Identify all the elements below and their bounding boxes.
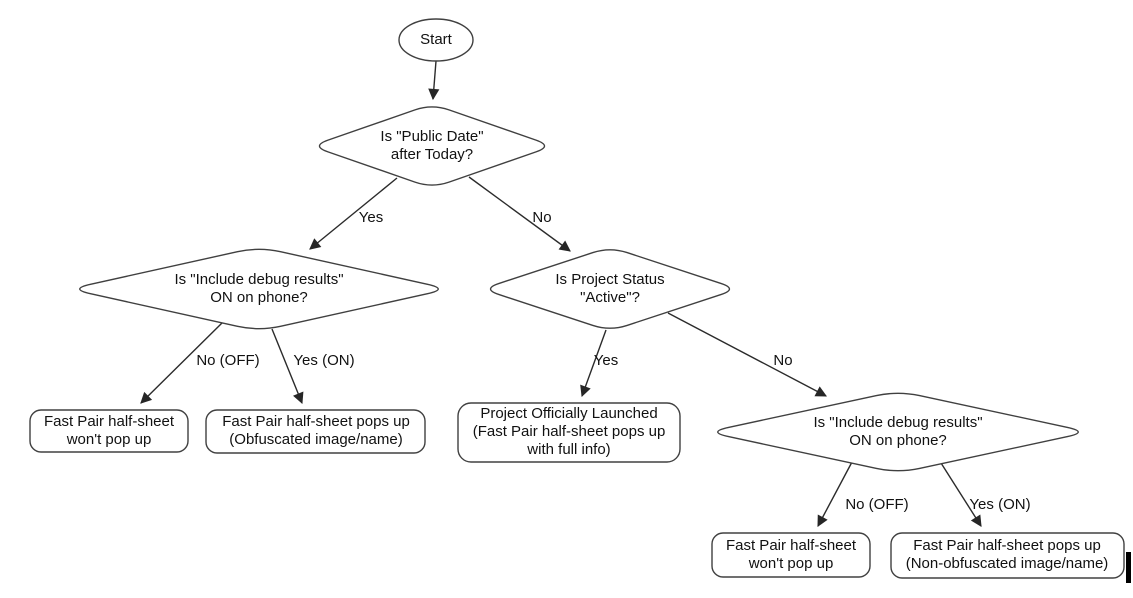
decision-public-date-label: Is "Public Date" after Today? [380,128,483,164]
edge-project-status-yes [580,329,607,398]
edge-label-project-status-yes: Yes [593,352,619,369]
start-node-shape [398,18,474,62]
decision-debug-right-label: Is "Include debug results" ON on phone? [813,414,982,450]
edge-debug-right-yes [940,462,982,527]
edge-label-public-date-yes: Yes [358,209,384,226]
start-label-text: Start [420,31,452,48]
label-line: Fast Pair half-sheet [43,413,175,430]
decision-project-status-shape [489,249,731,329]
decision-debug-right-shape [717,392,1079,472]
label-line: Is "Include debug results" [813,414,983,431]
result-launched-label: Project Officially Launched (Fast Pair h… [473,405,666,459]
label-line: "Active"? [580,289,640,306]
label-line: (Obfuscated image/name) [229,431,403,448]
edge-label-debug-right-no: No (OFF) [845,496,909,513]
decision-project-status-label: Is Project Status "Active"? [555,271,664,307]
label-line: Is "Include debug results" [174,271,344,288]
result-obfuscated-popup-label: Fast Pair half-sheet pops up (Obfuscated… [222,413,410,449]
label-line: Fast Pair half-sheet pops up [222,413,410,430]
edge-public-date-yes [309,177,398,250]
result-non-obfuscated-popup-label: Fast Pair half-sheet pops up (Non-obfusc… [906,537,1109,573]
result-no-popup-right-label: Fast Pair half-sheet won't pop up [726,537,856,573]
result-no-popup-left-shape [29,409,189,453]
result-non-obfuscated-popup-shape [890,532,1125,579]
result-launched-shape [457,402,681,463]
edge-debug-left-no [140,322,223,404]
label-line: Fast Pair half-sheet pops up [913,537,1101,554]
label-line: (Non-obfuscated image/name) [905,555,1109,572]
edge-debug-left-yes [271,328,304,405]
result-obfuscated-popup-shape [205,409,426,454]
edge-start-to-public-date [428,60,440,101]
label-line: Project Officially Launched [480,405,658,422]
edge-project-status-no [667,312,827,397]
edge-debug-right-no [817,461,853,527]
label-line: won't pop up [66,431,152,448]
edge-public-date-no [468,176,571,252]
label-line: Fast Pair half-sheet [725,537,857,554]
decision-public-date-shape [318,106,546,186]
decision-debug-left-label: Is "Include debug results" ON on phone? [174,271,343,307]
edge-label-debug-left-no: No (OFF) [196,352,260,369]
edge-label-debug-left-yes: Yes (ON) [293,352,355,369]
label-line: after Today? [390,146,474,163]
label-line: ON on phone? [210,289,308,306]
label-line: (Fast Pair half-sheet pops up [472,423,666,440]
decision-debug-left-shape [79,248,439,330]
label-line: ON on phone? [849,432,947,449]
result-no-popup-right-shape [711,532,871,578]
label-line: Is Project Status [555,271,665,288]
label-line: Is "Public Date" [380,128,484,145]
result-no-popup-left-label: Fast Pair half-sheet won't pop up [44,413,174,449]
label-line: with full info) [527,441,611,458]
label-line: won't pop up [748,555,834,572]
start-node-label: Start [420,31,452,49]
text-cursor-artifact [1126,552,1131,583]
edge-label-debug-right-yes: Yes (ON) [969,496,1031,513]
edge-label-project-status-no: No [773,352,793,369]
edge-label-public-date-no: No [532,209,552,226]
